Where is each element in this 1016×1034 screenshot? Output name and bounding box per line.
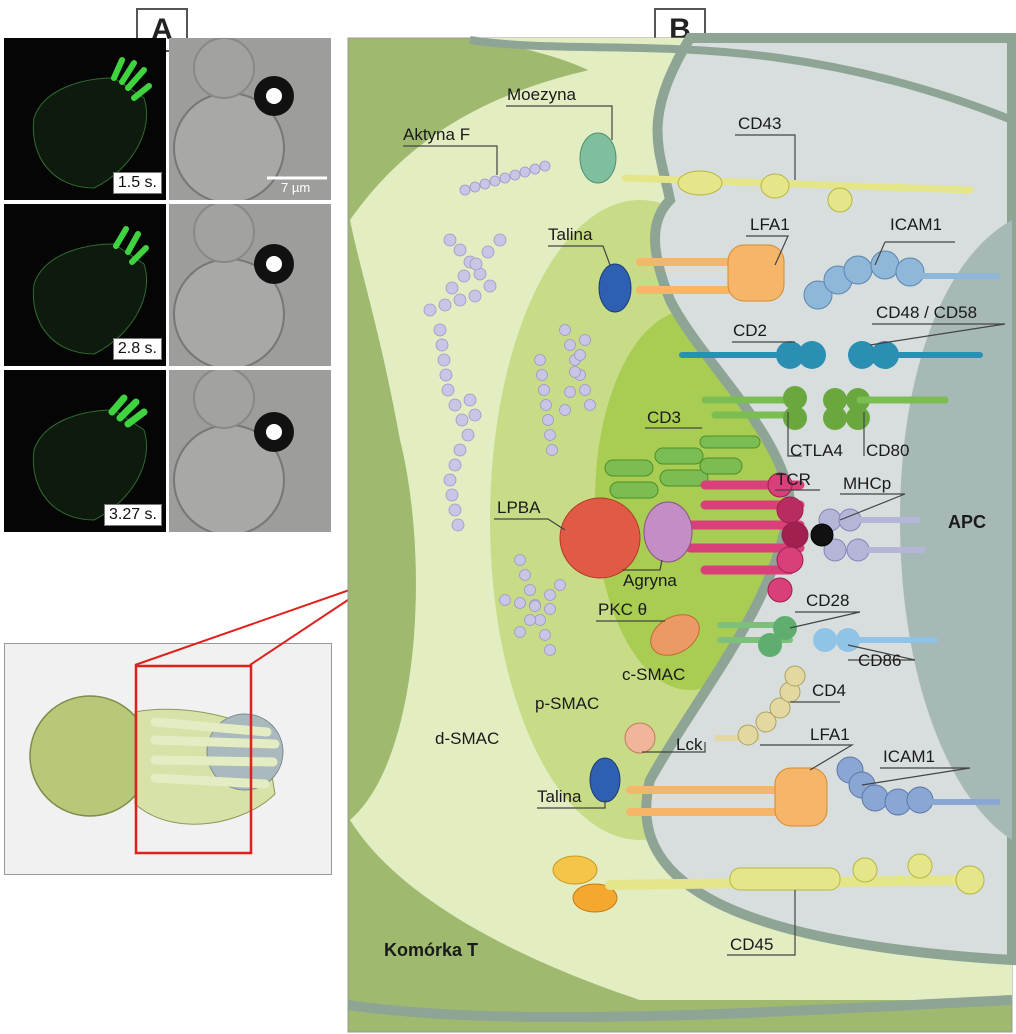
cd2-molecule [679, 341, 826, 369]
label-lpba: LPBA [497, 498, 541, 517]
label-cd80: CD80 [866, 441, 909, 460]
lck-shape [624, 722, 656, 754]
pkc-theta-shape [650, 614, 700, 656]
label-cd28: CD28 [806, 591, 849, 610]
label-lfa1-bottom: LFA1 [810, 725, 850, 744]
label-tcr: TCR [776, 470, 811, 489]
micro-frame-3: 3.27 s. [4, 370, 331, 532]
ctla4-molecule [701, 386, 807, 430]
label-lck: Lck [676, 735, 703, 754]
leader-lines [403, 105, 1006, 956]
top-membrane [469, 36, 1014, 124]
label-c-smac: c-SMAC [622, 665, 685, 684]
frame-time: 2.8 s. [112, 338, 162, 360]
label-apc: APC [948, 512, 986, 532]
fluorescence-image: 1.5 s. [4, 38, 166, 200]
label-cd2: CD2 [733, 321, 767, 340]
label-icam1-bottom: ICAM1 [883, 747, 935, 766]
cd28-molecule [717, 616, 797, 657]
label-talina-top: Talina [548, 225, 593, 244]
icam1-top-molecule [803, 250, 1000, 310]
label-cd45: CD45 [730, 935, 773, 954]
talina-top-shape [598, 263, 632, 313]
actin-filaments [423, 160, 596, 656]
bottom-membrane [347, 995, 1013, 1023]
micro-frame-2: 2.8 s. [4, 204, 331, 366]
label-cd4: CD4 [812, 681, 846, 700]
label-icam1-top: ICAM1 [890, 215, 942, 234]
c-smac-zone [595, 310, 785, 690]
label-aktyna-f: Aktyna F [403, 125, 470, 144]
t-cell-inset [4, 643, 332, 875]
brightfield-image [169, 204, 331, 366]
cd45-molecule [552, 853, 985, 913]
zoom-connector-line [134, 579, 379, 666]
actin-filament-top [459, 160, 551, 196]
label-lfa1-top: LFA1 [750, 215, 790, 234]
micro-frame-1: 1.5 s. 7 µm [4, 38, 331, 200]
label-komorka-t: Komórka T [384, 940, 478, 960]
label-ctla4: CTLA4 [790, 441, 843, 460]
label-moezyna: Moezyna [507, 85, 577, 104]
cd43-molecule [621, 170, 974, 213]
actin-filament-center [534, 324, 596, 456]
lpba-shape [559, 497, 641, 579]
actin-filament-network [423, 233, 507, 532]
label-cd48-cd58: CD48 / CD58 [876, 303, 977, 322]
label-mhcp: MHCp [843, 474, 891, 493]
fluorescence-image: 3.27 s. [4, 370, 166, 532]
label-cd3: CD3 [647, 408, 681, 427]
scale-bar-label: 7 µm [281, 180, 311, 195]
cd3-molecule [604, 435, 761, 499]
label-agryna: Agryna [623, 571, 677, 590]
label-talina-bottom: Talina [537, 787, 582, 806]
apc-nucleus [900, 220, 1012, 840]
label-d-smac: d-SMAC [435, 729, 499, 748]
label-pkc-theta: PKC θ [598, 600, 647, 619]
label-p-smac: p-SMAC [535, 694, 599, 713]
label-cd86: CD86 [858, 651, 901, 670]
label-cd43: CD43 [738, 114, 781, 133]
lfa1-top-molecule [636, 244, 785, 302]
agryna-shape [643, 501, 693, 563]
tcr-molecule [685, 472, 809, 603]
brightfield-image: 7 µm [169, 38, 331, 200]
cd4-molecule [715, 665, 806, 746]
fluorescence-image: 2.8 s. [4, 204, 166, 366]
icam1-bottom-molecule [836, 756, 1000, 816]
cd48-cd58-molecule [848, 341, 983, 369]
frame-time: 3.27 s. [103, 504, 162, 526]
moezyna-shape [579, 132, 617, 184]
brightfield-image [169, 370, 331, 532]
lfa1-bottom-molecule [626, 767, 828, 827]
actin-filament-lower [499, 554, 566, 656]
frame-time: 1.5 s. [112, 172, 162, 194]
talina-bottom-shape [589, 757, 621, 803]
